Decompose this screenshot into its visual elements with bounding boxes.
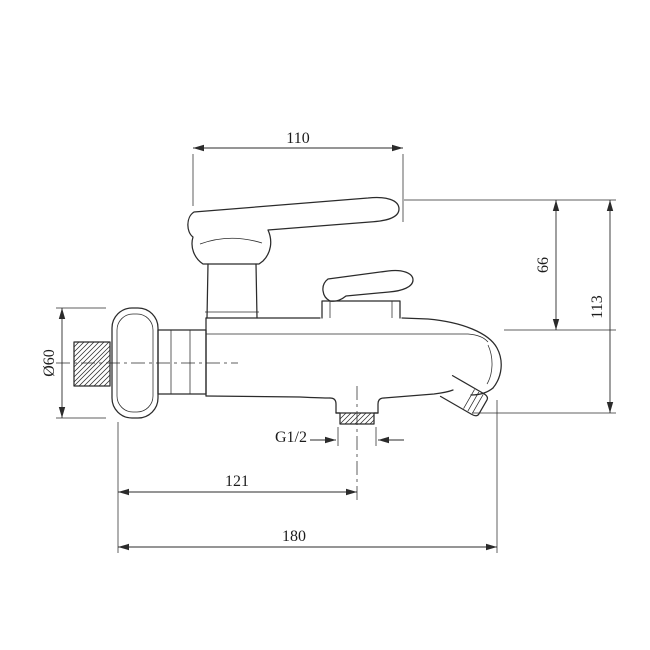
dim-d60-label: Ø60 xyxy=(41,349,58,377)
handle-cap-detail xyxy=(199,237,263,245)
shower-outlet xyxy=(439,374,489,417)
dim-66-label: 66 xyxy=(535,257,552,273)
dimension-g12: G1/2 xyxy=(275,427,404,446)
dim-121-label: 121 xyxy=(225,473,249,490)
dim-180-label: 180 xyxy=(282,528,306,545)
nipple-thread-hatch xyxy=(73,341,111,387)
dimension-180: 180 xyxy=(118,400,498,553)
wall-nipple xyxy=(73,341,111,387)
dim-110-label: 110 xyxy=(286,130,309,147)
handle-neck xyxy=(205,263,259,319)
dimension-110: 110 xyxy=(192,130,404,222)
dimension-113: 113 xyxy=(472,200,616,414)
dim-g12-label: G1/2 xyxy=(275,429,307,446)
dimension-d60: Ø60 xyxy=(41,307,106,419)
dimension-121: 121 xyxy=(117,422,357,553)
diverter-knob xyxy=(321,269,414,319)
faucet-outline xyxy=(56,196,502,502)
spout-body xyxy=(205,317,502,414)
mounting-nut xyxy=(157,329,207,395)
dimension-66: 66 xyxy=(404,199,616,331)
dim-113-label: 113 xyxy=(589,295,606,318)
handle-lever xyxy=(187,196,400,265)
outlet-thread-hatch xyxy=(339,412,375,425)
